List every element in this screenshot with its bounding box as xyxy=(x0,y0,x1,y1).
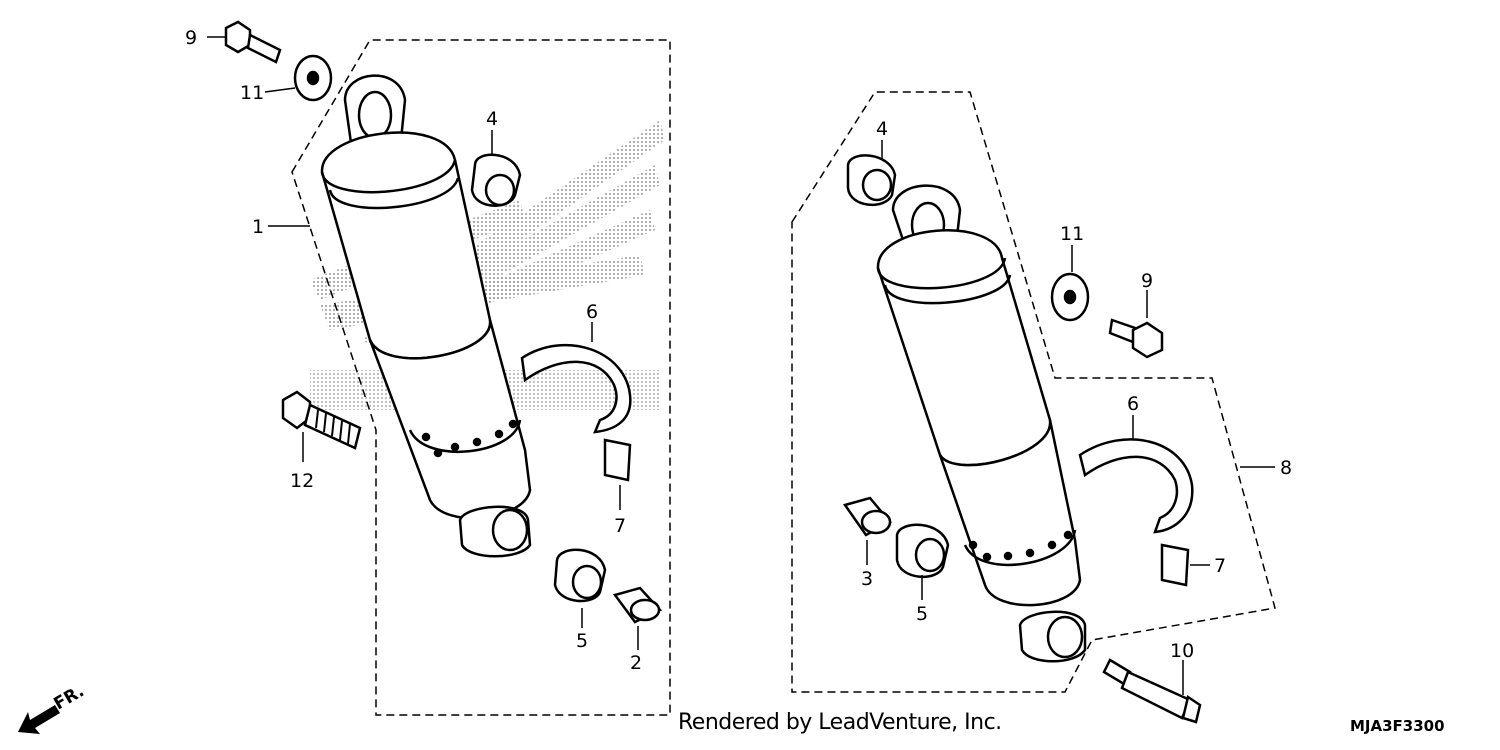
callout-5-right: 5 xyxy=(916,603,928,625)
front-direction-arrow: FR. xyxy=(18,681,88,734)
callout-9-left: 9 xyxy=(185,27,197,49)
bushing-5-left xyxy=(553,548,607,603)
leader-lines xyxy=(207,36,1275,695)
callout-8-right: 8 xyxy=(1280,457,1292,479)
callout-11-right: 11 xyxy=(1060,223,1084,245)
callout-4-left: 4 xyxy=(486,108,498,130)
callout-labels: 9 11 1 4 6 12 7 5 2 4 11 9 6 8 3 5 7 10 xyxy=(185,27,1292,674)
pad-7-left xyxy=(603,438,632,482)
callout-5-left: 5 xyxy=(576,630,588,652)
collar-2-left xyxy=(612,586,663,624)
callout-2-left: 2 xyxy=(630,652,642,674)
assembly-outline-right xyxy=(791,91,1276,693)
band-6-right xyxy=(1078,438,1194,534)
washer-11-right xyxy=(1050,272,1090,322)
callout-3-right: 3 xyxy=(861,568,873,590)
bushing-4-right xyxy=(846,154,897,207)
callout-6-left: 6 xyxy=(586,301,598,323)
shock-absorber-right xyxy=(876,184,1087,663)
callout-10-right: 10 xyxy=(1170,640,1194,662)
bushing-4-left xyxy=(470,153,522,207)
callout-7-right: 7 xyxy=(1214,555,1226,577)
pad-7-right xyxy=(1160,543,1190,587)
band-6-left xyxy=(520,343,632,434)
render-credit: Rendered by LeadVenture, Inc. xyxy=(678,710,1002,735)
assembly-outline-left xyxy=(291,39,671,716)
collar-3-right xyxy=(842,496,892,537)
bolt-9-right xyxy=(1108,318,1164,359)
callout-6-right: 6 xyxy=(1127,393,1139,415)
bolt-9-left xyxy=(224,20,282,64)
bolt-12-left xyxy=(281,390,362,450)
callout-1-left: 1 xyxy=(252,216,264,238)
washer-11-left xyxy=(293,54,333,102)
bushing-5-right xyxy=(895,523,950,579)
callout-12-left: 12 xyxy=(290,470,314,492)
callout-11-left: 11 xyxy=(240,82,264,104)
pin-10-right xyxy=(1102,658,1202,724)
callout-4-right: 4 xyxy=(876,118,888,140)
diagram-code: MJA3F3300 xyxy=(1350,717,1445,735)
shock-absorber-left xyxy=(320,74,532,558)
callout-7-left: 7 xyxy=(614,515,626,537)
callout-9-right: 9 xyxy=(1141,270,1153,292)
